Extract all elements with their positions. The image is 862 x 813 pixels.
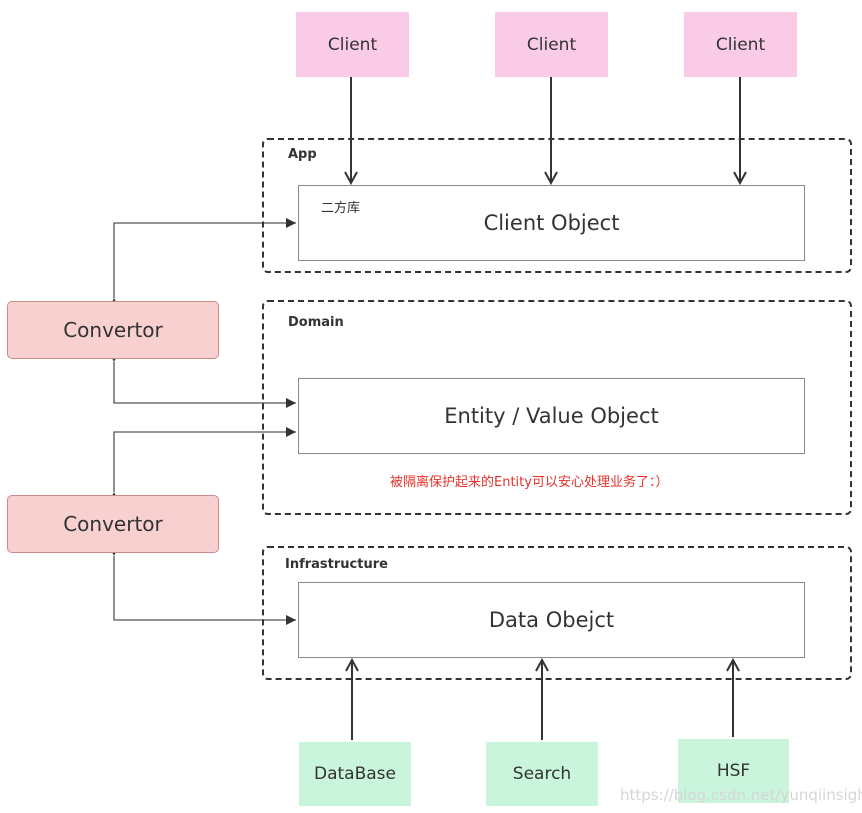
hsf-box: HSF xyxy=(678,739,789,803)
second-party-lib-tag: 二方库 xyxy=(321,201,361,216)
convertor-box-1: Convertor xyxy=(7,301,219,359)
entity-value-object-box: Entity / Value Object xyxy=(298,378,805,454)
domain-note: 被隔离保护起来的Entity可以安心处理业务了：） xyxy=(390,475,669,490)
watermark: https://blog.csdn.net/yunqiinsight xyxy=(620,786,862,804)
infrastructure-layer-label: Infrastructure xyxy=(285,557,388,572)
link-convertor2-entity xyxy=(109,427,296,502)
search-box: Search xyxy=(486,742,598,806)
database-box: DataBase xyxy=(299,742,411,806)
link-convertor1-entity xyxy=(109,352,296,408)
client-object-box: Client Object xyxy=(298,185,805,261)
client-box-2: Client xyxy=(495,12,608,77)
data-object-box: Data Obejct xyxy=(298,582,805,658)
link-convertor1-client-object xyxy=(109,218,296,308)
link-convertor2-data-object xyxy=(109,546,296,625)
domain-layer-label: Domain xyxy=(288,315,344,330)
domain-layer xyxy=(262,300,852,515)
infrastructure-layer xyxy=(262,546,852,680)
client-box-3: Client xyxy=(684,12,797,77)
app-layer xyxy=(262,138,852,273)
client-box-1: Client xyxy=(296,12,409,77)
app-layer-label: App xyxy=(288,147,317,162)
convertor-box-2: Convertor xyxy=(7,495,219,553)
